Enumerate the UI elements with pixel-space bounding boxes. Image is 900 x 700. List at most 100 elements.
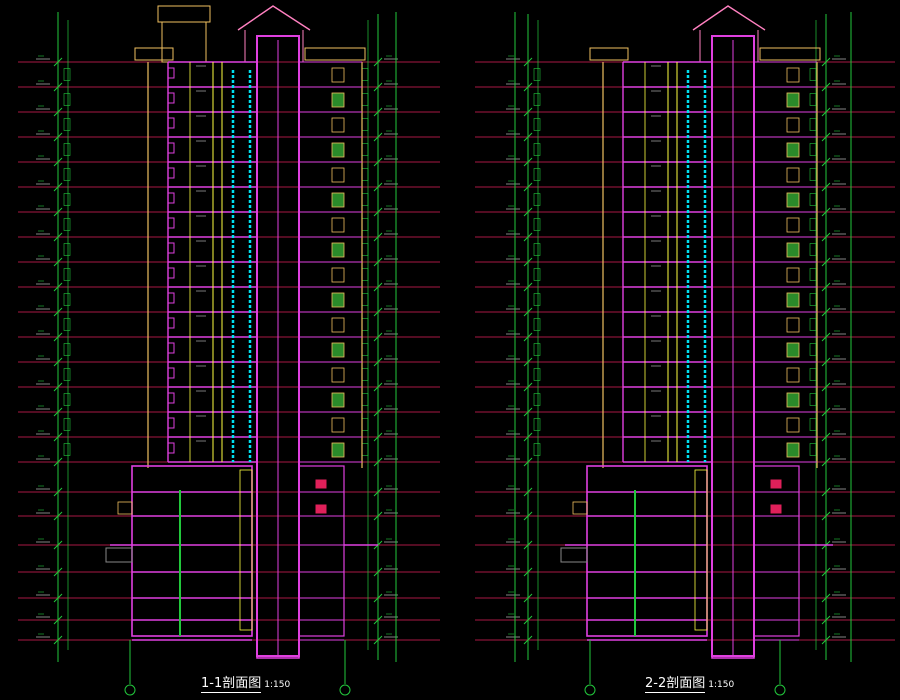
podium-marker	[315, 479, 327, 489]
dimension-segment	[361, 68, 369, 81]
dimension-tick	[821, 232, 831, 242]
dimension-tick	[373, 282, 383, 292]
window-block	[167, 317, 175, 329]
dimension-tick	[373, 382, 383, 392]
dimension-segment	[361, 118, 369, 131]
dimension-segment	[63, 93, 71, 106]
window-block	[167, 142, 175, 154]
balcony-panel	[331, 367, 345, 383]
dimension-segment	[63, 368, 71, 381]
dimension-segment	[361, 243, 369, 256]
dimension-segment	[533, 368, 541, 381]
balcony-panel	[786, 292, 800, 308]
podium-column	[239, 469, 253, 631]
section-2-title-text: 2-2剖面图	[645, 676, 706, 693]
dimension-segment	[533, 193, 541, 206]
dimension-tick	[523, 567, 533, 577]
dimension-tick	[373, 57, 383, 67]
dimension-tick	[821, 567, 831, 577]
balcony-panel	[331, 292, 345, 308]
dimension-tick	[523, 407, 533, 417]
balcony-panel	[331, 217, 345, 233]
dimension-segment	[809, 318, 817, 331]
dimension-segment	[809, 268, 817, 281]
dimension-tick	[821, 307, 831, 317]
elevator-pit	[256, 636, 300, 659]
window-block	[167, 92, 175, 104]
dimension-segment	[809, 393, 817, 406]
section-1-building	[105, 5, 378, 659]
axis-bubble	[584, 684, 596, 696]
dimension-tick	[373, 82, 383, 92]
elevation-dimension-chains	[36, 12, 852, 662]
balcony-panel	[786, 417, 800, 433]
dimension-tick	[523, 635, 533, 645]
podium-column	[694, 469, 708, 631]
dimension-tick	[373, 307, 383, 317]
dimension-tick	[821, 357, 831, 367]
window-block	[167, 192, 175, 204]
dimension-tick	[523, 357, 533, 367]
parapet-left	[134, 47, 174, 61]
dimension-tick	[373, 615, 383, 625]
dimension-segment	[533, 418, 541, 431]
dimension-segment	[533, 143, 541, 156]
dimension-tick	[821, 407, 831, 417]
dimension-segment	[63, 293, 71, 306]
dimension-segment	[361, 393, 369, 406]
dimension-tick	[821, 432, 831, 442]
balcony-panel	[786, 317, 800, 333]
dimension-segment	[361, 418, 369, 431]
parapet-left	[589, 47, 629, 61]
podium-marker	[770, 504, 782, 514]
dimension-tick	[821, 107, 831, 117]
dimension-segment	[533, 243, 541, 256]
dimension-tick	[523, 511, 533, 521]
dimension-tick	[821, 487, 831, 497]
dimension-tick	[523, 432, 533, 442]
dimension-segment	[63, 418, 71, 431]
dimension-tick	[373, 357, 383, 367]
dimension-segment	[809, 218, 817, 231]
dimension-tick	[373, 157, 383, 167]
dimension-tick	[373, 635, 383, 645]
balcony-panel	[331, 142, 345, 158]
dimension-tick	[523, 457, 533, 467]
section-2-building	[560, 5, 833, 659]
dimension-tick	[523, 615, 533, 625]
dimension-tick	[373, 207, 383, 217]
dimension-tick	[821, 615, 831, 625]
dimension-tick	[523, 382, 533, 392]
dimension-segment	[809, 193, 817, 206]
balcony-panel	[331, 242, 345, 258]
dimension-segment	[63, 193, 71, 206]
podium-marker	[770, 479, 782, 489]
dimension-segment	[361, 143, 369, 156]
podium-window	[117, 501, 133, 515]
dimension-tick	[523, 282, 533, 292]
dimension-tick	[523, 232, 533, 242]
dimension-tick	[821, 593, 831, 603]
dimension-tick	[523, 182, 533, 192]
dimension-tick	[821, 511, 831, 521]
axis-bubble	[124, 684, 136, 696]
dimension-tick	[821, 132, 831, 142]
dimension-tick	[523, 332, 533, 342]
dimension-segment	[361, 193, 369, 206]
dimension-tick	[373, 457, 383, 467]
dimension-segment	[63, 318, 71, 331]
dimension-segment	[361, 293, 369, 306]
parapet-right	[759, 47, 821, 61]
axis-bubble	[339, 684, 351, 696]
dimension-segment	[533, 168, 541, 181]
balcony-panel	[786, 167, 800, 183]
roof-gable	[692, 5, 766, 31]
balcony-panel	[786, 142, 800, 158]
dimension-segment	[809, 68, 817, 81]
balcony-panel	[331, 117, 345, 133]
balcony-panel	[786, 342, 800, 358]
dimension-tick	[821, 207, 831, 217]
dimension-tick	[523, 487, 533, 497]
dimension-tick	[373, 332, 383, 342]
